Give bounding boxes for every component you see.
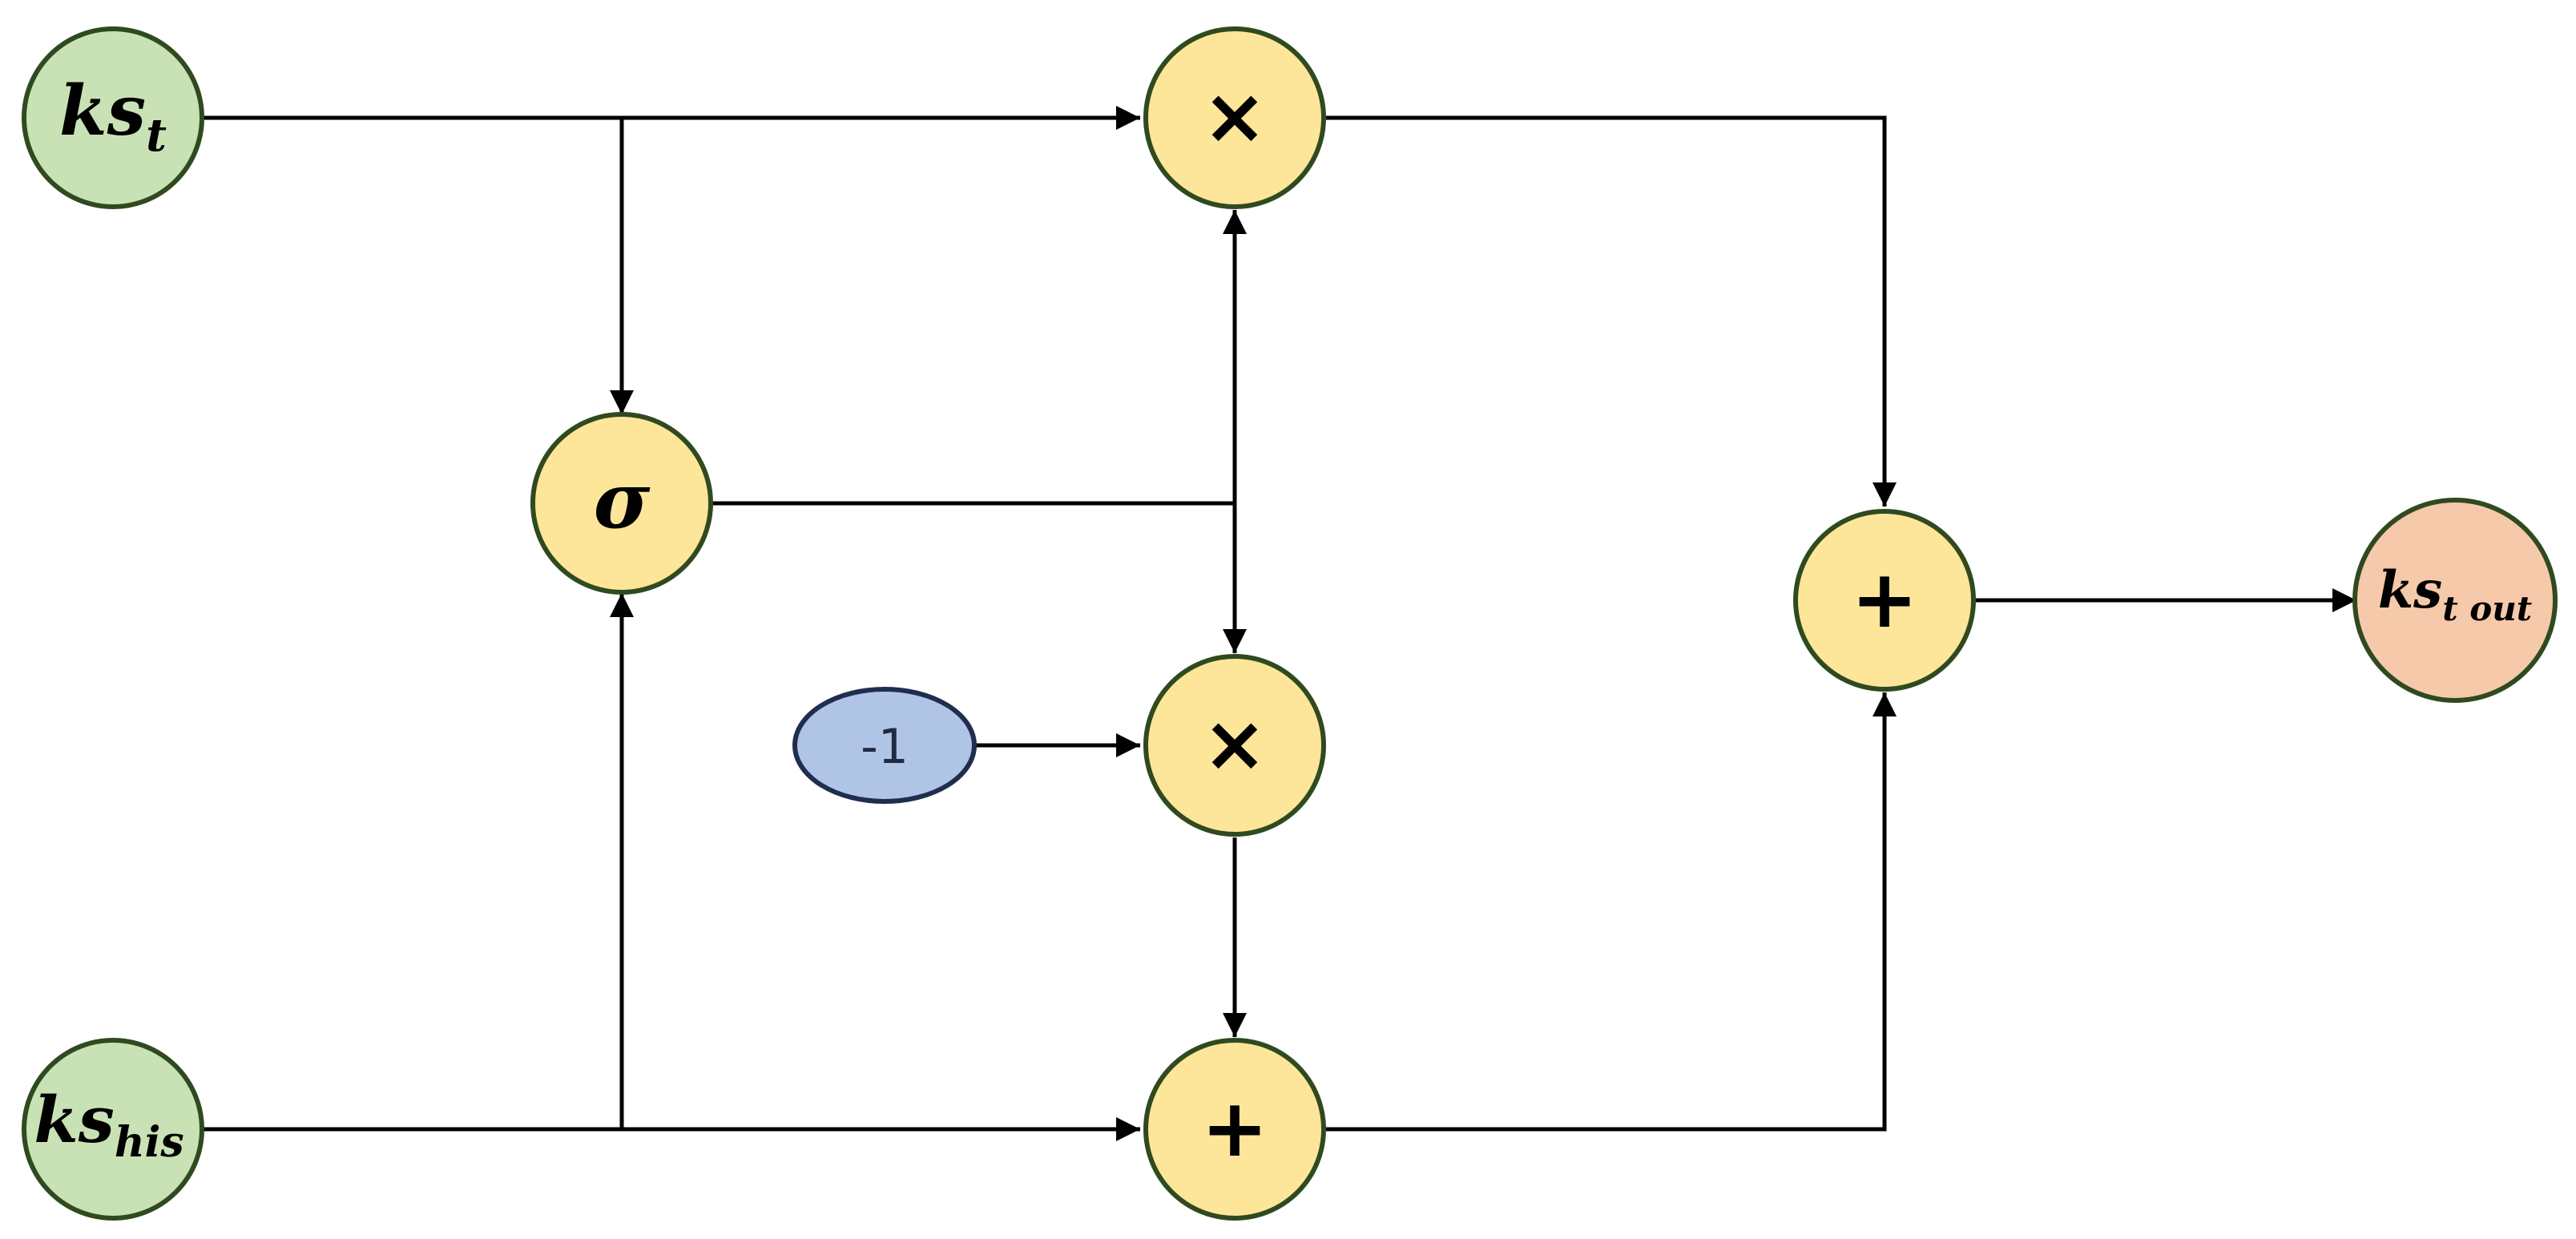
constant-neg-one-ellipse bbox=[792, 687, 977, 804]
output-node-ks-t-out-label: kst out bbox=[2378, 560, 2532, 628]
constant-neg-one-node: -1 bbox=[792, 687, 977, 804]
input-node-ks-t-circle bbox=[22, 26, 204, 209]
multiply-node-top: × bbox=[1143, 26, 1326, 209]
add-node-right: + bbox=[1793, 509, 1976, 692]
input-node-ks-t-label: kst bbox=[59, 71, 167, 162]
output-node-ks-t-out: kst out bbox=[2352, 498, 2558, 703]
add-node-bottom-circle bbox=[1143, 1038, 1326, 1221]
add-node-bottom: + bbox=[1143, 1038, 1326, 1221]
add-right-symbol: + bbox=[1851, 552, 1918, 646]
ks-his-base: ks bbox=[34, 1082, 114, 1157]
multiply-node-bottom-circle bbox=[1143, 654, 1326, 837]
add-node-right-circle bbox=[1793, 509, 1976, 692]
edge-mul-top-to-add-right bbox=[1326, 115, 1897, 506]
ks-t-out-subscript: t out bbox=[2442, 589, 2532, 628]
sigmoid-node: σ bbox=[530, 412, 713, 595]
sigmoid-symbol: σ bbox=[594, 455, 651, 546]
input-node-ks-his-label: kshis bbox=[34, 1082, 183, 1167]
ks-t-base: ks bbox=[59, 71, 146, 151]
multiply-node-top-circle bbox=[1143, 26, 1326, 209]
edge-add-bottom-to-add-right bbox=[1326, 692, 1897, 1132]
input-node-ks-t: kst bbox=[22, 26, 204, 209]
ks-t-subscript: t bbox=[146, 109, 167, 162]
multiply-top-symbol: × bbox=[1203, 71, 1267, 161]
multiply-node-bottom: × bbox=[1143, 654, 1326, 837]
constant-neg-one-label: -1 bbox=[861, 719, 909, 775]
input-node-ks-his: kshis bbox=[22, 1038, 204, 1221]
input-node-ks-his-circle bbox=[22, 1038, 204, 1221]
multiply-bottom-symbol: × bbox=[1203, 699, 1267, 789]
output-node-ks-t-out-circle bbox=[2352, 498, 2558, 703]
ks-t-out-base: ks bbox=[2378, 560, 2442, 620]
sigmoid-node-circle bbox=[530, 412, 713, 595]
ks-his-subscript: his bbox=[115, 1118, 184, 1167]
add-bottom-symbol: + bbox=[1201, 1081, 1268, 1175]
